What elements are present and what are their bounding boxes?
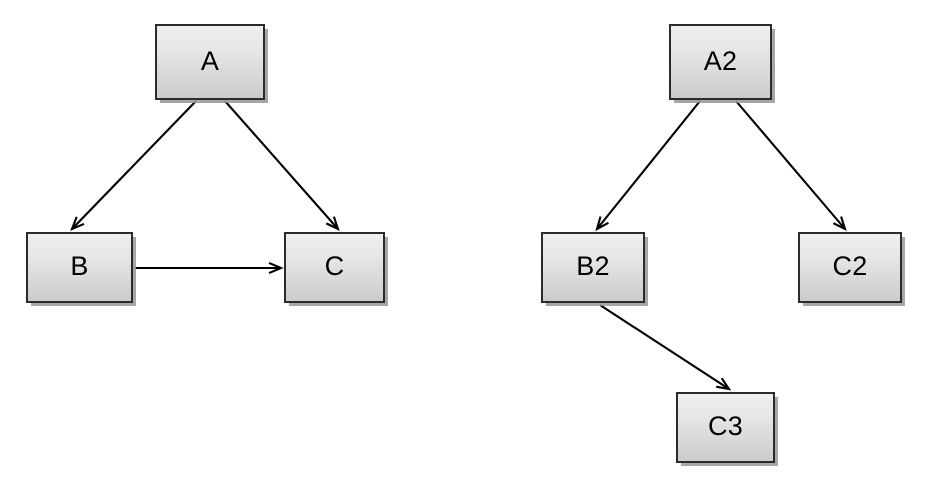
- edge-a-to-c[interactable]: [224, 100, 340, 232]
- arrowhead-icon: [832, 216, 847, 232]
- node-c-label: C: [324, 251, 345, 281]
- arrowhead-icon: [595, 216, 609, 232]
- edge-line: [596, 100, 701, 230]
- node-a2[interactable]: A2: [669, 24, 772, 100]
- edge-line: [224, 100, 339, 230]
- node-a-label: A: [200, 45, 220, 76]
- node-a[interactable]: A: [155, 24, 265, 100]
- node-b2[interactable]: B2: [541, 232, 645, 303]
- node-b[interactable]: B: [26, 232, 133, 303]
- node-c2-label: C2: [832, 251, 868, 281]
- node-b-label: B: [70, 251, 89, 281]
- edge-a-to-b[interactable]: [70, 100, 197, 231]
- edge-b-to-c[interactable]: [135, 261, 284, 275]
- edge-line: [735, 100, 846, 230]
- edge-line: [599, 304, 730, 390]
- arrowhead-icon: [268, 261, 284, 275]
- node-b2-label: B2: [576, 251, 610, 281]
- edge-line: [71, 100, 197, 230]
- edge-a2-to-b2[interactable]: [595, 100, 701, 232]
- node-c2[interactable]: C2: [798, 232, 902, 303]
- edge-b2-to-c3[interactable]: [599, 304, 732, 391]
- node-c[interactable]: C: [284, 232, 385, 303]
- edge-a2-to-c2[interactable]: [735, 100, 847, 232]
- node-c3-label: C3: [708, 411, 743, 441]
- arrowhead-icon: [325, 216, 340, 232]
- node-c3[interactable]: C3: [676, 392, 775, 463]
- arrowhead-icon: [716, 377, 732, 391]
- arrowhead-icon: [70, 216, 85, 231]
- node-a2-label: A2: [703, 45, 738, 76]
